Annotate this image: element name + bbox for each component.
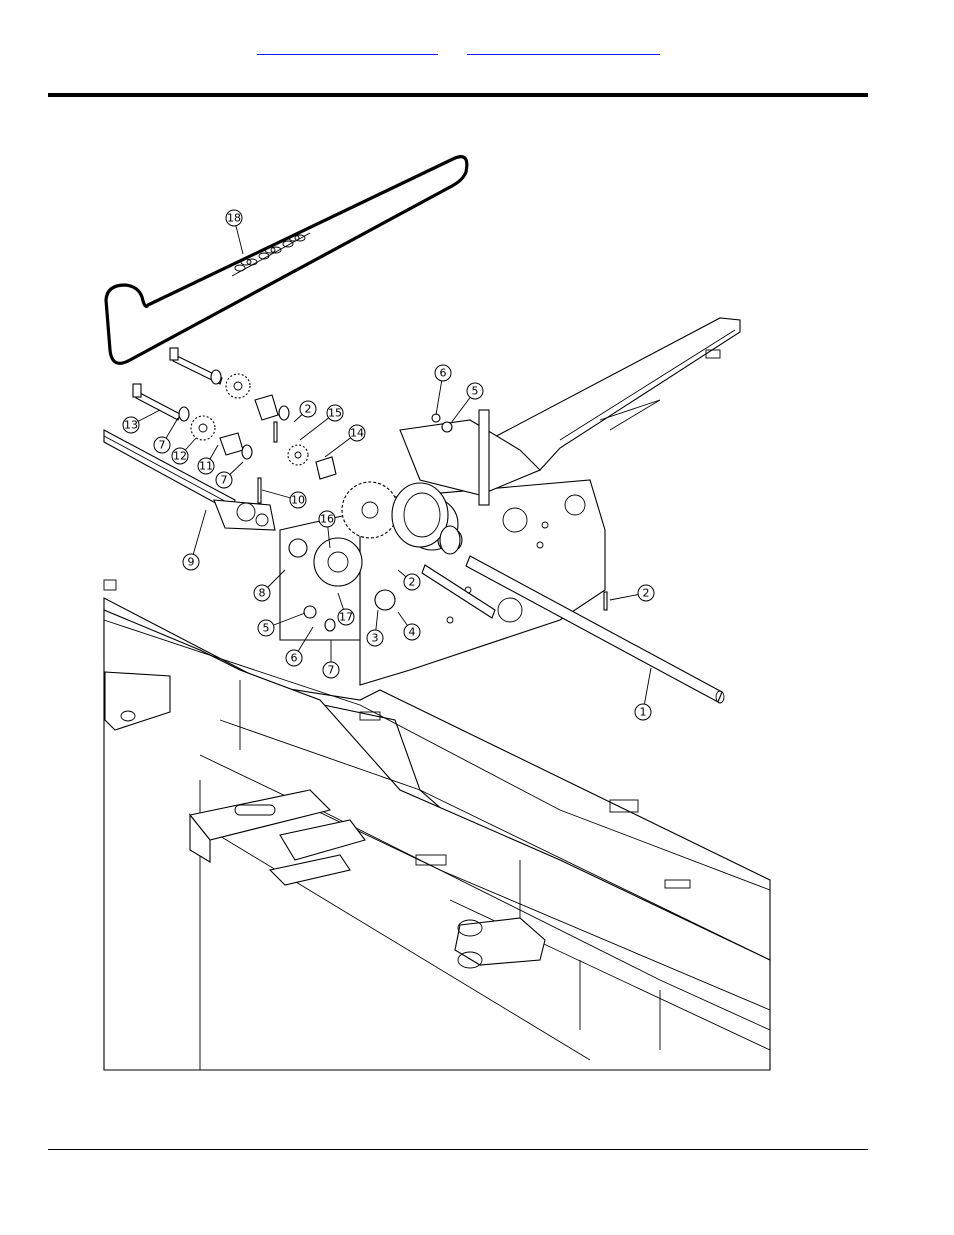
callout-number: 5 — [472, 385, 479, 398]
callout-number: 2 — [305, 403, 312, 416]
callout-number: 7 — [159, 439, 166, 452]
callout-10: 10 — [290, 492, 306, 508]
callout-number: 4 — [409, 626, 416, 639]
callout-5: 5 — [258, 620, 274, 636]
callout-number: 3 — [372, 632, 379, 645]
callout-12: 12 — [172, 448, 188, 464]
callout-7: 7 — [154, 437, 170, 453]
callout-17: 17 — [338, 609, 354, 625]
callout-2: 2 — [300, 401, 316, 417]
callout-number: 12 — [173, 450, 187, 463]
callout-number: 6 — [440, 367, 447, 380]
callout-7: 7 — [323, 662, 339, 678]
callout-2: 2 — [404, 574, 420, 590]
chain-links-detail — [235, 235, 305, 271]
callout-number: 18 — [227, 212, 241, 225]
callout-16: 16 — [319, 511, 335, 527]
callout-number: 17 — [339, 611, 353, 624]
callout-number: 6 — [291, 652, 298, 665]
callout-number: 9 — [188, 556, 195, 569]
callout-13: 13 — [123, 417, 139, 433]
callout-18: 18 — [226, 210, 242, 226]
callout-number: 2 — [409, 576, 416, 589]
callout-number: 8 — [259, 587, 266, 600]
callout-2: 2 — [638, 585, 654, 601]
callout-number: 10 — [291, 494, 305, 507]
callout-1: 1 — [635, 704, 651, 720]
roller-chain-loop — [106, 157, 467, 364]
u-joint — [214, 500, 275, 530]
callout-11: 11 — [198, 458, 214, 474]
callout-6: 6 — [286, 650, 302, 666]
callout-number: 2 — [643, 587, 650, 600]
callout-number: 7 — [328, 664, 335, 677]
callout-4: 4 — [404, 624, 420, 640]
callout-number: 15 — [328, 407, 342, 420]
callout-number: 14 — [350, 427, 364, 440]
callout-6: 6 — [435, 365, 451, 381]
callout-7: 7 — [216, 472, 232, 488]
callout-number: 1 — [640, 706, 647, 719]
callout-number: 11 — [199, 460, 213, 473]
callout-9: 9 — [183, 554, 199, 570]
callout-number: 7 — [221, 474, 228, 487]
callout-14: 14 — [349, 425, 365, 441]
callout-number: 13 — [124, 419, 138, 432]
callout-15: 15 — [327, 405, 343, 421]
footer-rule — [48, 1149, 868, 1150]
callout-3: 3 — [367, 630, 383, 646]
callout-8: 8 — [254, 585, 270, 601]
callout-number: 5 — [263, 622, 270, 635]
callout-number: 16 — [320, 513, 334, 526]
callout-5: 5 — [467, 383, 483, 399]
